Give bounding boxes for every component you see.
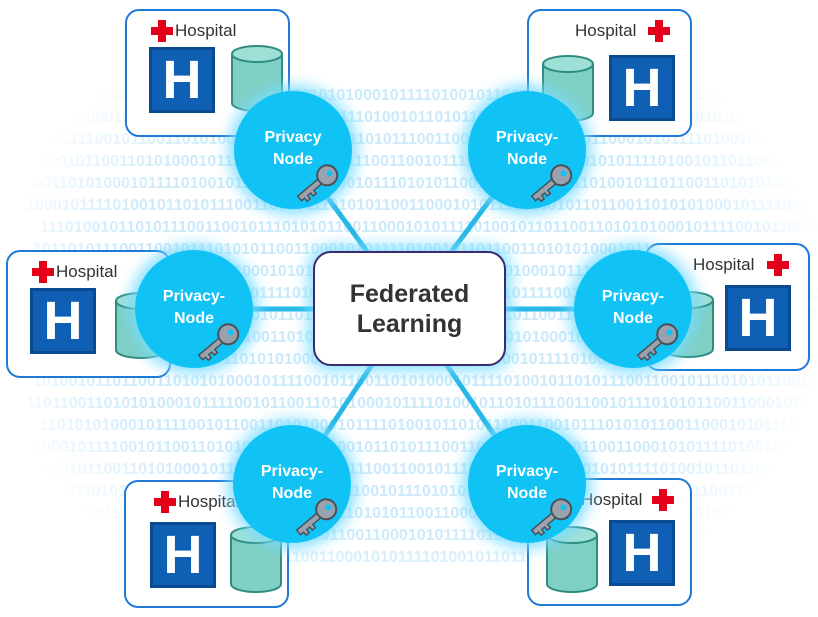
key-icon [295,498,338,537]
hospital-cross-icon [648,20,670,42]
hospital-cross-icon [154,491,176,513]
key-icon [530,498,573,537]
privacy-node-top-left: Privacy Node [234,91,352,209]
hospital-label: Hospital [693,255,755,274]
binary-row: 1110100101101011100110010111010101100110… [40,219,818,236]
hospital-label: Hospital [178,492,240,511]
hospital-label: Hospital [581,490,643,509]
privacy-node-bottom-right: Privacy- Node [468,425,586,543]
binary-row: 1000101111001011001101010001011110100101… [33,439,816,456]
privacy-node-sublabel: Node [272,485,312,502]
hospital-label: Hospital [175,21,237,40]
binary-row: 1101010100010111100101100110101000101111… [40,417,818,434]
key-icon [197,323,240,362]
binary-row: 1101100110101010001011110010110011010100… [26,395,810,412]
privacy-node-label: Privacy- [495,463,559,480]
hospital-h-icon: H [150,522,216,588]
privacy-node-right: Privacy- Node [574,250,692,368]
hospital-label: Hospital [575,21,637,40]
privacy-node-label: Privacy- [601,288,665,305]
hospital-card-left: Hospital H [6,250,171,378]
privacy-node-top-right: Privacy- Node [468,91,586,209]
hospital-h-icon: H [725,285,791,351]
privacy-node-sublabel: Node [507,151,547,168]
key-icon [636,323,679,362]
hospital-h-icon: H [609,55,675,121]
hospital-label: Hospital [56,262,118,281]
hospital-h-icon: H [149,47,215,113]
center-title-line1: Federated [349,280,470,308]
hospital-cross-icon [652,489,674,511]
privacy-node-bottom-left: Privacy- Node [233,425,351,543]
binary-row: 1000101111010010110101110011001011101010… [26,197,809,214]
privacy-node-label: Privacy- [495,129,559,146]
federated-learning-hub: Federated Learning [313,251,506,366]
privacy-node-sublabel: Node [174,310,214,327]
key-icon [296,164,339,203]
binary-row: 1110010110011010100010111101001011010111… [26,461,808,478]
database-icon [546,526,598,593]
hospital-cross-icon [151,20,173,42]
hospital-cross-icon [767,254,789,276]
privacy-node-sublabel: Node [613,310,653,327]
privacy-node-sublabel: Node [507,485,547,502]
center-title-line2: Learning [356,310,463,338]
privacy-node-sublabel: Node [273,151,313,168]
binary-row: 0011010100010111101001011010111001100101… [33,175,818,192]
privacy-node-label: Privacy- [260,463,324,480]
hospital-h-icon: H [609,520,675,586]
hospital-h-icon: H [30,288,96,354]
hospital-cross-icon [32,261,54,283]
binary-row: 1010010110110011010101000101111001011001… [33,373,817,390]
key-icon [530,164,573,203]
privacy-node-label: Privacy [264,129,322,146]
privacy-node-left: Privacy- Node [135,250,253,368]
privacy-node-label: Privacy- [162,288,226,305]
